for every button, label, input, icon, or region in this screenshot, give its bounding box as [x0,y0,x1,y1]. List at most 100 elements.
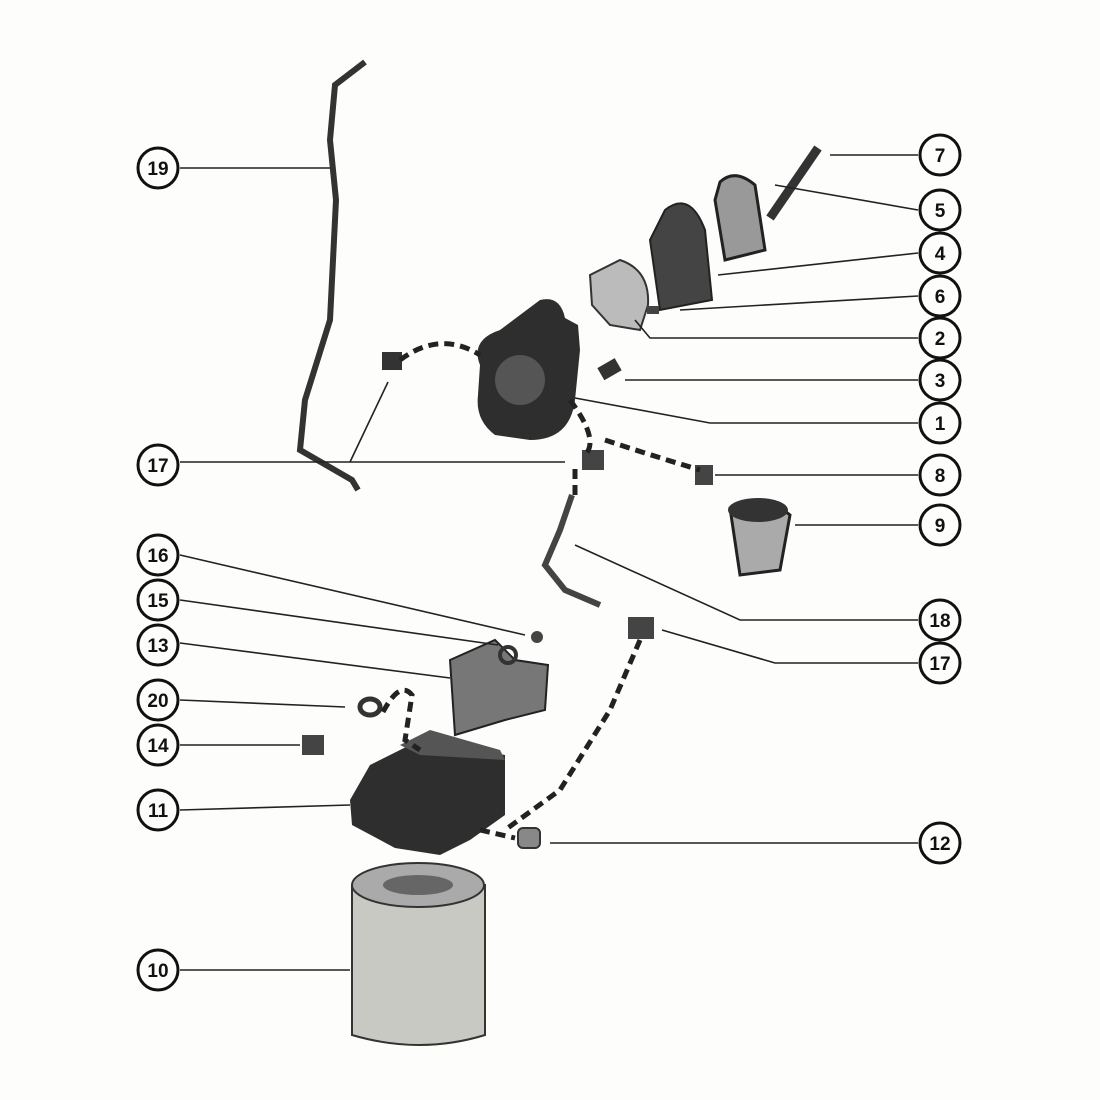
cover-plate-4 [648,202,714,312]
callout-number: 7 [935,146,946,167]
callout-number: 12 [929,834,950,855]
callout-circle [136,623,180,667]
callout-number: 16 [147,546,168,567]
assembly-dashed-lines [380,341,701,841]
callout-circle [918,641,962,685]
screw-3 [597,358,622,381]
leader-line [179,699,346,708]
callout-8: 8 [715,453,962,497]
callout-12: 12 [550,821,962,865]
leader-line [574,397,918,424]
callout-16: 16 [136,533,526,636]
callout-number: 19 [147,159,168,180]
callout-5: 5 [774,184,962,232]
rod-7 [766,145,822,221]
callout-20: 20 [136,678,346,722]
callout-circle [136,948,180,992]
callout-circle [918,133,962,177]
callout-circle [136,578,180,622]
callout-number: 4 [935,244,946,265]
fuel-line-19 [296,59,367,492]
callout-2: 2 [634,316,962,360]
callout-17: 17 [136,443,565,487]
callout-circle [918,188,962,232]
filter-cartridge-10 [351,862,486,1046]
callout-circle [918,231,962,275]
callout-17: 17 [661,629,962,685]
fuel-pump-body [477,299,580,440]
screw-6 [647,306,659,314]
gasket-2 [588,258,650,332]
bolt-14 [302,735,324,755]
callout-number: 20 [147,691,168,712]
gasket-5 [713,174,767,262]
callout-circle [918,598,962,642]
callout-number: 13 [147,636,168,657]
filter-head-11 [350,730,505,855]
callout-15: 15 [136,578,499,646]
leader-line [634,319,918,339]
callout-number: 1 [935,414,946,435]
filter-bowl-9 [728,498,792,577]
callout-10: 10 [136,948,350,992]
callout-circle [918,401,962,445]
callout-9: 9 [795,503,962,547]
callout-11: 11 [136,788,351,832]
leader-line [179,554,526,636]
callout-circle [918,503,962,547]
callout-circle [136,146,180,190]
callout-circle [136,723,180,767]
fitting-17-upper [382,352,402,370]
fuel-line-18 [541,494,602,608]
callout-circle [918,821,962,865]
callout-circle [918,316,962,360]
callout-number: 2 [935,329,946,350]
fitting-17-mid [582,450,604,470]
callout-number: 15 [147,591,169,612]
callout-circle [136,533,180,577]
leader-line [574,544,918,621]
leader-line [179,804,351,811]
leader-line [717,252,919,276]
callout-number: 11 [148,801,169,822]
leader-line [774,184,919,211]
callout-number: 18 [929,611,950,632]
callout-7: 7 [830,133,962,177]
leader-line [661,629,918,664]
callout-circle [918,274,962,318]
callout-circle [136,788,180,832]
bracket-13 [448,638,550,737]
callout-number: 8 [935,466,946,487]
washer-20 [357,696,383,718]
callout-number: 10 [147,961,168,982]
callout-1: 1 [574,397,962,445]
callout-number: 9 [935,516,946,537]
callout-number: 5 [935,201,946,222]
callout-number: 17 [147,456,168,477]
nut-16 [531,631,543,643]
callout-number: 17 [929,654,950,675]
callout-6: 6 [679,274,962,318]
callout-4: 4 [717,231,962,276]
fitting-17-lower [628,617,654,639]
callout-14: 14 [136,723,300,767]
plug-12 [517,827,541,849]
callout-13: 13 [136,623,451,679]
callout-18: 18 [574,544,962,642]
leader-line [679,295,919,311]
callout-number: 3 [935,371,946,392]
callout-circle [918,453,962,497]
callout-circle [136,443,180,487]
callout-number: 14 [147,736,169,757]
leader-line [179,642,451,679]
leader-line [179,599,499,646]
callout-circle [918,358,962,402]
callout-19: 19 [136,146,330,190]
washer-15 [498,645,518,665]
callout-circle [136,678,180,722]
callout-number: 6 [935,287,946,308]
callout-3: 3 [625,358,962,402]
